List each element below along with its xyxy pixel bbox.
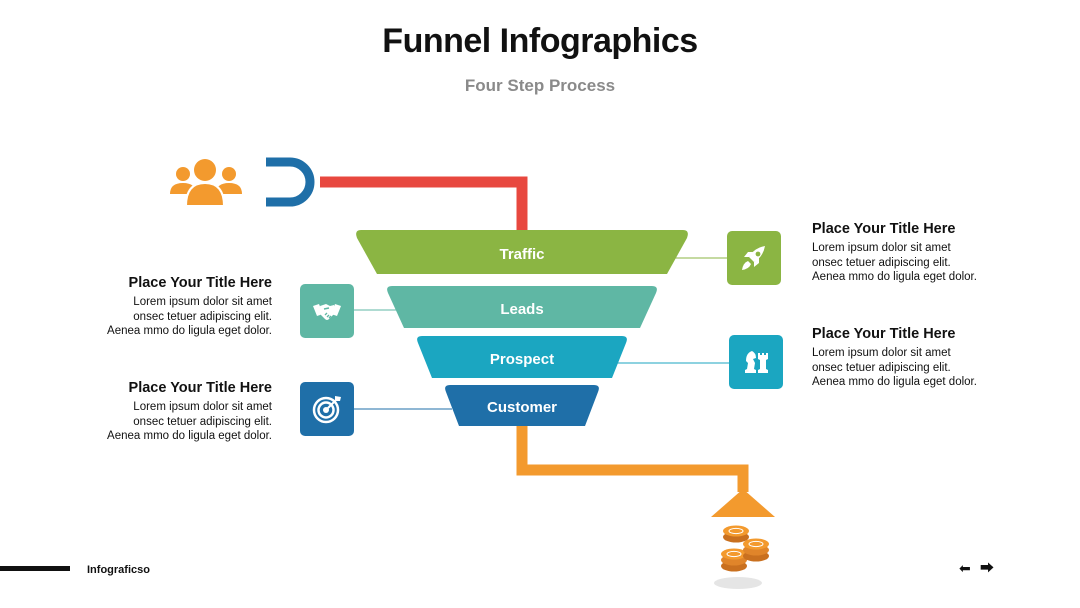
block-line: Aenea mmo do ligula eget dolor. bbox=[812, 271, 977, 283]
block-line: Aenea mmo do ligula eget dolor. bbox=[107, 325, 272, 337]
block-body: Lorem ipsum dolor sit amet onsec tetuer … bbox=[812, 346, 1002, 390]
magnet-icon bbox=[266, 157, 315, 207]
block-line: onsec tetuer adipiscing elit. bbox=[812, 256, 951, 269]
text-block-traffic: Place Your Title Here Lorem ipsum dolor … bbox=[812, 221, 1002, 285]
block-line: Lorem ipsum dolor sit amet bbox=[812, 242, 951, 254]
block-line: onsec tetuer adipiscing elit. bbox=[133, 415, 272, 428]
funnel-stage-prospect bbox=[417, 336, 627, 378]
block-title: Place Your Title Here bbox=[812, 221, 956, 237]
footer-brand: Infograficso bbox=[87, 564, 150, 576]
text-block-leads: Place Your Title Here Lorem ipsum dolor … bbox=[82, 275, 272, 339]
page-title: Funnel Infographics bbox=[382, 22, 698, 60]
rocket-icon-box bbox=[727, 231, 781, 285]
next-slide-arrow-icon[interactable]: ⮕ bbox=[980, 560, 994, 576]
people-group-icon bbox=[170, 159, 242, 207]
stage-label-prospect: Prospect bbox=[490, 351, 554, 368]
output-pipe bbox=[516, 426, 749, 492]
prev-slide-arrow-icon[interactable]: ⬅ bbox=[959, 560, 971, 576]
footer-bar bbox=[0, 566, 70, 571]
block-body: Lorem ipsum dolor sit amet onsec tetuer … bbox=[82, 400, 272, 444]
block-line: onsec tetuer adipiscing elit. bbox=[812, 361, 951, 374]
block-title: Place Your Title Here bbox=[128, 380, 272, 396]
block-title: Place Your Title Here bbox=[812, 326, 956, 342]
text-block-prospect: Place Your Title Here Lorem ipsum dolor … bbox=[812, 326, 1002, 390]
handshake-icon-box bbox=[300, 284, 354, 338]
block-line: Lorem ipsum dolor sit amet bbox=[133, 401, 272, 413]
block-line: Lorem ipsum dolor sit amet bbox=[133, 296, 272, 308]
block-body: Lorem ipsum dolor sit amet onsec tetuer … bbox=[812, 241, 1002, 285]
chess-icon bbox=[745, 351, 768, 373]
page-subtitle: Four Step Process bbox=[464, 76, 616, 95]
target-icon-box bbox=[300, 382, 354, 436]
block-line: Aenea mmo do ligula eget dolor. bbox=[812, 376, 977, 388]
stage-label-leads: Leads bbox=[500, 301, 543, 318]
stage-label-traffic: Traffic bbox=[499, 246, 544, 263]
stage-label-customer: Customer bbox=[487, 399, 557, 416]
handshake-icon bbox=[313, 304, 341, 320]
funnel-stage-leads bbox=[387, 286, 657, 328]
text-block-customer: Place Your Title Here Lorem ipsum dolor … bbox=[82, 380, 272, 444]
block-line: Aenea mmo do ligula eget dolor. bbox=[107, 430, 272, 442]
funnel-stage-customer bbox=[445, 385, 599, 426]
chess-icon-box bbox=[729, 335, 783, 389]
coins-icon bbox=[714, 525, 769, 589]
rocket-icon bbox=[742, 246, 765, 270]
funnel-stage-traffic bbox=[356, 230, 688, 274]
output-cone bbox=[711, 489, 775, 517]
block-title: Place Your Title Here bbox=[128, 275, 272, 291]
input-pipe bbox=[320, 176, 528, 232]
block-body: Lorem ipsum dolor sit amet onsec tetuer … bbox=[82, 295, 272, 339]
block-line: Lorem ipsum dolor sit amet bbox=[812, 347, 951, 359]
block-line: onsec tetuer adipiscing elit. bbox=[133, 310, 272, 323]
target-icon bbox=[312, 396, 341, 424]
